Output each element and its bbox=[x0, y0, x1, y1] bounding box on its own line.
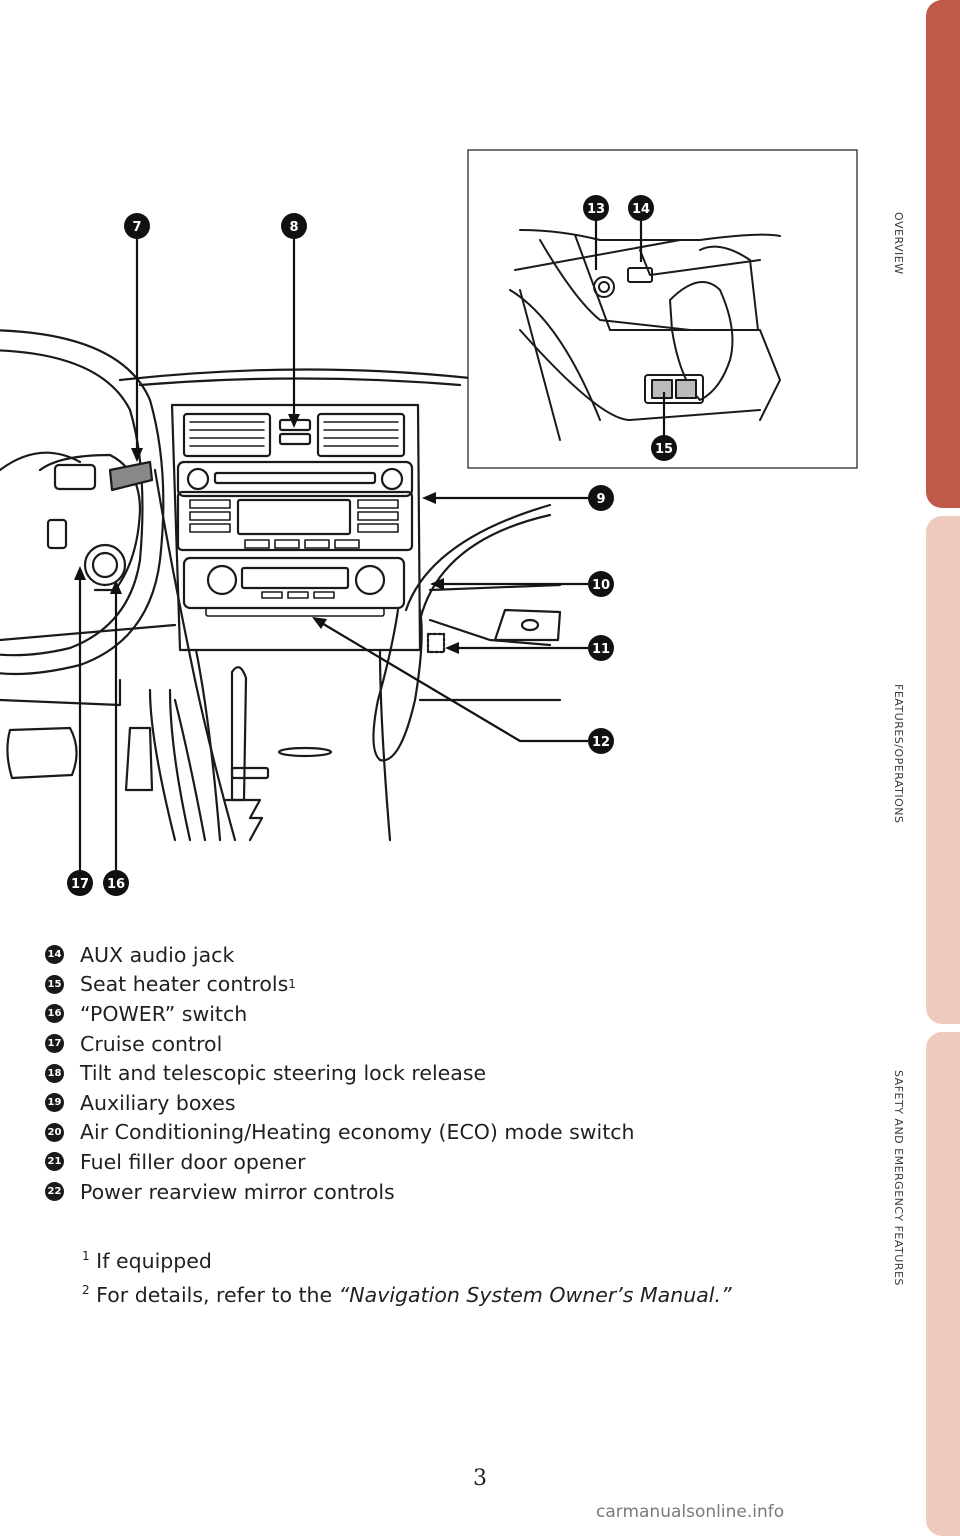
item-text: Auxiliary boxes bbox=[80, 1090, 236, 1115]
footnote-2-mark: 2 bbox=[82, 1282, 90, 1297]
svg-text:7: 7 bbox=[132, 220, 141, 235]
callout-9: 9 bbox=[588, 485, 614, 511]
item-text: Fuel filler door opener bbox=[80, 1149, 306, 1174]
callout-12: 12 bbox=[588, 728, 614, 754]
svg-text:17: 17 bbox=[71, 877, 89, 892]
list-item: 18 Tilt and telescopic steering lock rel… bbox=[45, 1058, 885, 1088]
safety-emergency-tab-label: SAFETY AND EMERGENCY FEATURES bbox=[892, 1070, 905, 1286]
item-number-badge: 15 bbox=[45, 974, 64, 994]
footnote-1: 1 If equipped bbox=[82, 1242, 732, 1276]
list-item: 19 Auxiliary boxes bbox=[45, 1088, 885, 1118]
overview-tab[interactable] bbox=[926, 0, 960, 508]
list-item: 21 Fuel filler door opener bbox=[45, 1147, 885, 1177]
svg-text:15: 15 bbox=[655, 442, 673, 457]
callout-11: 11 bbox=[588, 635, 614, 661]
callout-15: 15 bbox=[651, 435, 677, 461]
svg-text:8: 8 bbox=[289, 220, 298, 235]
list-item: 17 Cruise control bbox=[45, 1029, 885, 1059]
dashboard-illustration: 7 8 9 10 11 12 13 14 15 16 17 bbox=[0, 149, 858, 896]
watermark-text: carmanualsonline.info bbox=[596, 1502, 785, 1522]
svg-text:16: 16 bbox=[107, 877, 125, 892]
item-text: Cruise control bbox=[80, 1031, 223, 1056]
list-item: 16 “POWER” switch bbox=[45, 999, 885, 1029]
list-item: 22 Power rearview mirror controls bbox=[45, 1177, 885, 1207]
item-text: Power rearview mirror controls bbox=[80, 1179, 395, 1204]
features-operations-tab-label: FEATURES/OPERATIONS bbox=[892, 684, 905, 824]
svg-text:9: 9 bbox=[596, 492, 605, 507]
item-number-badge: 19 bbox=[45, 1093, 64, 1113]
svg-text:12: 12 bbox=[592, 735, 610, 750]
item-number-badge: 22 bbox=[45, 1182, 64, 1202]
callout-16: 16 bbox=[103, 870, 129, 896]
item-text: AUX audio jack bbox=[80, 942, 235, 967]
item-number-badge: 16 bbox=[45, 1004, 64, 1024]
item-number-badge: 20 bbox=[45, 1122, 64, 1142]
footnotes: 1 If equipped 2 For details, refer to th… bbox=[82, 1242, 732, 1310]
footnote-2-manual-title: “Navigation System Owner’s Manual.” bbox=[338, 1282, 732, 1307]
safety-emergency-tab[interactable] bbox=[926, 1032, 960, 1536]
callout-10: 10 bbox=[588, 571, 614, 597]
item-number-badge: 14 bbox=[45, 945, 64, 965]
item-footnote-mark: 1 bbox=[288, 977, 296, 992]
callout-8: 8 bbox=[281, 213, 307, 239]
features-operations-tab[interactable] bbox=[926, 516, 960, 1024]
callout-7: 7 bbox=[124, 213, 150, 239]
item-number-badge: 18 bbox=[45, 1063, 64, 1083]
item-text: Air Conditioning/Heating economy (ECO) m… bbox=[80, 1120, 635, 1145]
list-item: 20 Air Conditioning/Heating economy (ECO… bbox=[45, 1118, 885, 1148]
footnote-2: 2 For details, refer to the “Navigation … bbox=[82, 1276, 732, 1310]
svg-text:14: 14 bbox=[632, 202, 650, 217]
item-text: “POWER” switch bbox=[80, 1001, 248, 1026]
page-number: 3 bbox=[473, 1466, 487, 1491]
footnote-1-mark: 1 bbox=[82, 1249, 90, 1263]
callout-17: 17 bbox=[67, 870, 93, 896]
callout-14: 14 bbox=[628, 195, 654, 221]
list-item: 14 AUX audio jack bbox=[45, 940, 885, 970]
item-text: Tilt and telescopic steering lock releas… bbox=[80, 1061, 487, 1086]
footnote-2-prefix: For details, refer to the bbox=[96, 1282, 339, 1307]
callout-13: 13 bbox=[583, 195, 609, 221]
overview-tab-label: OVERVIEW bbox=[892, 212, 905, 275]
item-text: Seat heater controls bbox=[80, 972, 289, 997]
svg-text:13: 13 bbox=[587, 202, 605, 217]
item-number-badge: 21 bbox=[45, 1152, 64, 1172]
svg-text:11: 11 bbox=[592, 642, 610, 657]
item-number-badge: 17 bbox=[45, 1034, 64, 1054]
footnote-1-text: If equipped bbox=[96, 1248, 212, 1273]
feature-list: 14 AUX audio jack 15 Seat heater control… bbox=[45, 940, 885, 1206]
svg-text:10: 10 bbox=[592, 578, 610, 593]
